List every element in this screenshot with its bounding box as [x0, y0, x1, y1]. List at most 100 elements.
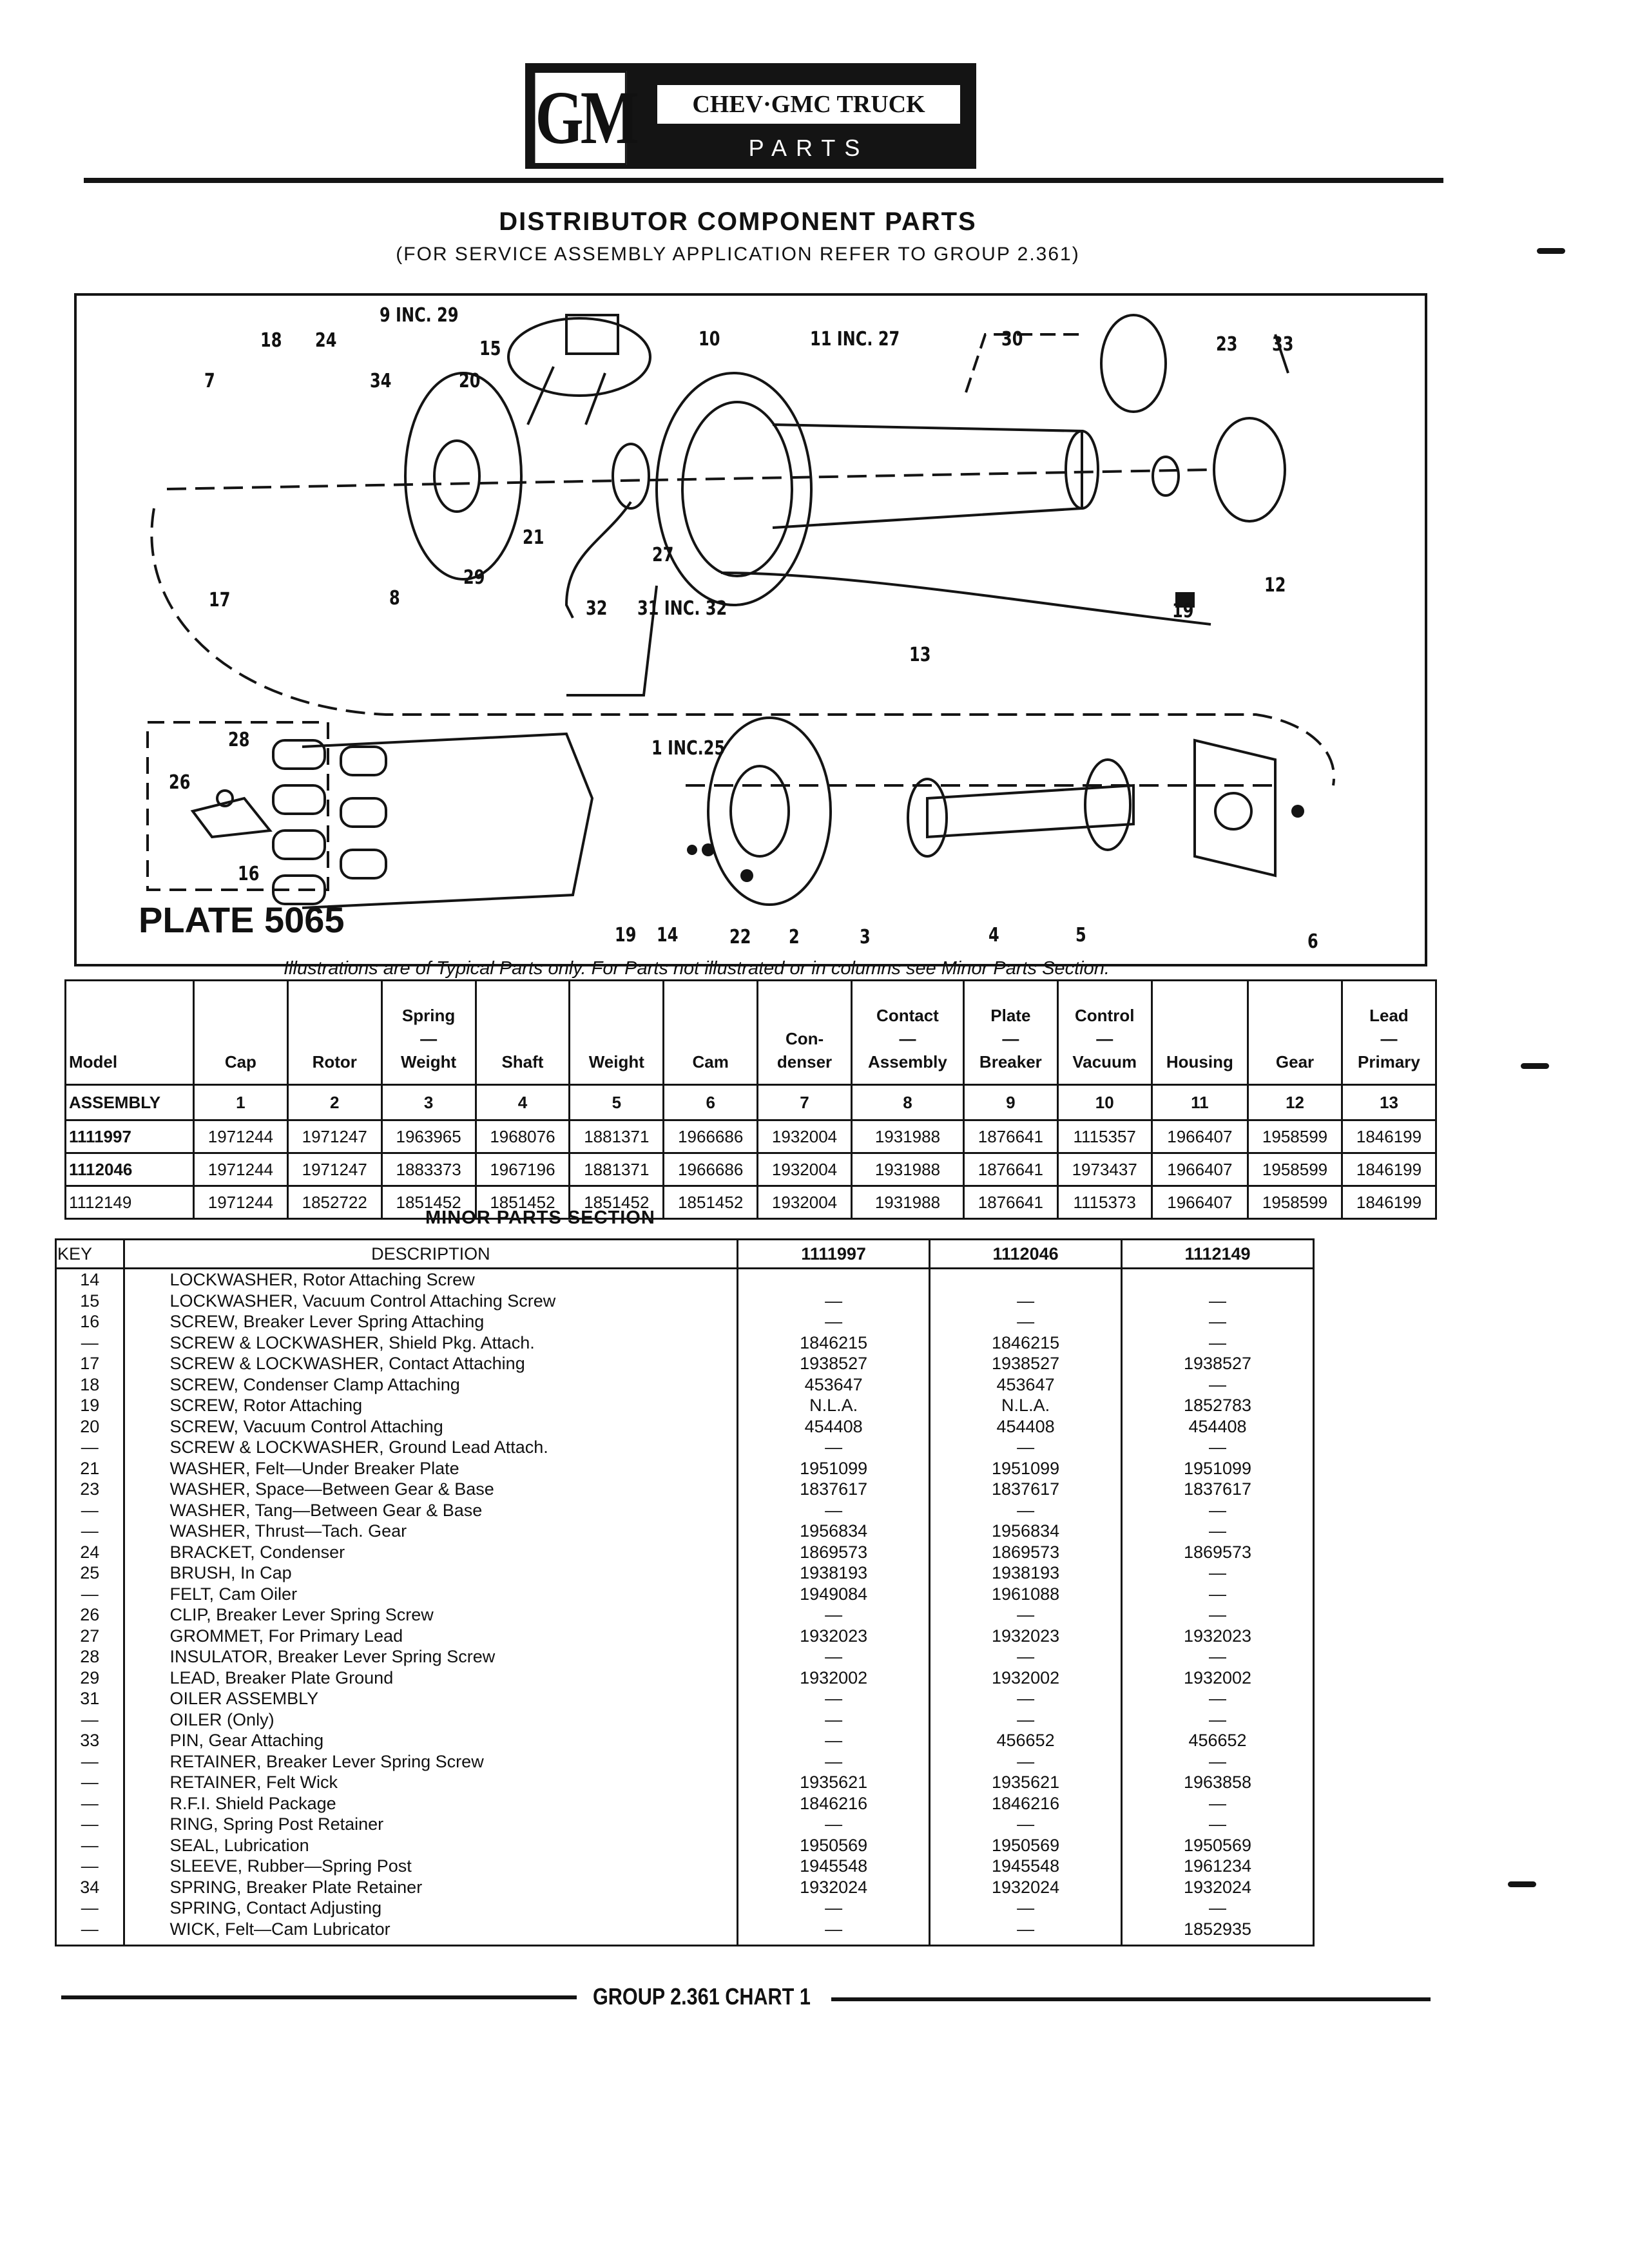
key-cell: — — [55, 1709, 125, 1730]
column-key: 7 — [757, 1084, 853, 1121]
column-header-line1 — [291, 1004, 378, 1027]
key-cell: — — [55, 1834, 125, 1856]
part-number-cell — [929, 1268, 1123, 1291]
callout-19-top: 19 — [1172, 600, 1194, 622]
part-number-cell: 1851452 — [568, 1185, 665, 1220]
column-key: 6 — [662, 1084, 759, 1121]
part-number-cell: — — [929, 1437, 1123, 1458]
page-title: DISTRIBUTOR COMPONENT PARTS — [499, 207, 977, 236]
part-number-cell: — — [1121, 1751, 1315, 1772]
part-number-cell: — — [737, 1290, 931, 1311]
part-number-cell: 1876641 — [962, 1119, 1059, 1154]
part-number-cell: 1971247 — [286, 1119, 383, 1154]
column-header-line2 — [197, 1027, 284, 1050]
part-number-cell: 1851452 — [474, 1185, 571, 1220]
description-cell: SCREW, Breaker Lever Spring Attaching — [122, 1311, 739, 1332]
distributor-exploded-diagram — [146, 314, 1336, 909]
description-cell: RING, Spring Post Retainer — [122, 1814, 739, 1835]
column-header-line3: Weight — [588, 1052, 644, 1072]
gm-logo-text: GM — [534, 71, 639, 165]
column-header: Model — [64, 979, 195, 1086]
part-number-cell: 1945548 — [929, 1856, 1123, 1877]
part-number-cell: — — [1121, 1562, 1315, 1584]
part-number-cell: 1846199 — [1340, 1152, 1438, 1187]
part-number-cell — [1121, 1268, 1315, 1291]
callout-3: 3 — [860, 926, 871, 948]
part-number-cell: 1846199 — [1340, 1185, 1438, 1220]
description-cell: GROMMET, For Primary Lead — [122, 1625, 739, 1646]
part-number-cell: — — [737, 1646, 931, 1667]
callout-22: 22 — [729, 926, 751, 948]
part-number-cell: 454408 — [1121, 1416, 1315, 1437]
callout-23: 23 — [1216, 333, 1238, 356]
column-header-line3: Gear — [1275, 1052, 1315, 1072]
part-number-cell: 1956834 — [737, 1521, 931, 1542]
description-cell: SCREW & LOCKWASHER, Shield Pkg. Attach. — [122, 1332, 739, 1353]
part-number-cell: — — [1121, 1814, 1315, 1835]
part-number-cell: — — [929, 1604, 1123, 1626]
callout-6: 6 — [1307, 930, 1318, 953]
part-number-cell: — — [737, 1751, 931, 1772]
description-cell: WASHER, Space—Between Gear & Base — [122, 1479, 739, 1500]
column-key: 12 — [1247, 1084, 1343, 1121]
column-header-line3: Model — [69, 1052, 118, 1072]
column-header-line1: Plate — [990, 1006, 1031, 1025]
part-number-cell: 1971244 — [192, 1152, 289, 1187]
callout-30: 30 — [1001, 328, 1023, 351]
margin-mark — [1537, 248, 1565, 254]
callout-9-inc-29: 9 INC. 29 — [380, 304, 459, 327]
part-number-cell: — — [929, 1751, 1123, 1772]
column-header-line3: Breaker — [979, 1052, 1042, 1072]
part-number-cell: 1950569 — [737, 1834, 931, 1856]
key-cell: 21 — [55, 1457, 125, 1479]
part-number-cell: 1932024 — [737, 1876, 931, 1898]
column-key: 13 — [1340, 1084, 1438, 1121]
part-number-cell: 1949084 — [737, 1583, 931, 1604]
callout-8: 8 — [389, 587, 400, 610]
part-number-cell: 1951099 — [1121, 1457, 1315, 1479]
column-header-line2 — [667, 1027, 754, 1050]
part-number-cell: 1966686 — [662, 1119, 759, 1154]
key-cell: — — [55, 1437, 125, 1458]
key-cell: — — [55, 1898, 125, 1919]
part-number-cell: 1966407 — [1150, 1185, 1249, 1220]
part-number-cell: 1961234 — [1121, 1856, 1315, 1877]
part-number-cell: — — [1121, 1374, 1315, 1395]
callout-4: 4 — [988, 924, 999, 947]
column-header: Control—Vacuum — [1056, 979, 1153, 1086]
description-cell: SEAL, Lubrication — [122, 1834, 739, 1856]
column-header-line2: — — [420, 1029, 438, 1048]
minor-part-row: —RING, Spring Post Retainer——— — [55, 1814, 1315, 1835]
part-number-cell: N.L.A. — [737, 1395, 931, 1416]
footer-chart-label: GROUP 2.361 CHART 1 — [593, 1983, 811, 2010]
illustration-note: Illustrations are of Typical Parts only.… — [284, 958, 1110, 979]
column-key: 2 — [286, 1084, 383, 1121]
description-cell: SCREW & LOCKWASHER, Contact Attaching — [122, 1353, 739, 1374]
callout-34: 34 — [370, 370, 392, 392]
description-cell: PIN, Gear Attaching — [122, 1730, 739, 1751]
part-number-cell: 1938527 — [929, 1353, 1123, 1374]
column-header-line2 — [69, 1027, 190, 1050]
column-header-line1 — [667, 1004, 754, 1027]
part-number-cell: 1967196 — [474, 1152, 571, 1187]
part-number-cell: 1931988 — [850, 1119, 965, 1154]
callout-32: 32 — [586, 597, 608, 620]
key-cell: 14 — [55, 1268, 125, 1291]
minor-part-row: —SCREW & LOCKWASHER, Shield Pkg. Attach.… — [55, 1332, 1315, 1353]
part-number-cell: 1932024 — [1121, 1876, 1315, 1898]
part-number-cell: 453647 — [737, 1374, 931, 1395]
column-header-line1 — [69, 1004, 190, 1027]
part-number-cell: 456652 — [1121, 1730, 1315, 1751]
part-number-cell: 453647 — [929, 1374, 1123, 1395]
part-number-cell: 1935621 — [929, 1772, 1123, 1793]
part-number-cell: — — [1121, 1437, 1315, 1458]
margin-mark — [1521, 1063, 1549, 1069]
column-header: Shaft — [474, 979, 571, 1086]
minor-part-row: —SPRING, Contact Adjusting——— — [55, 1898, 1315, 1919]
